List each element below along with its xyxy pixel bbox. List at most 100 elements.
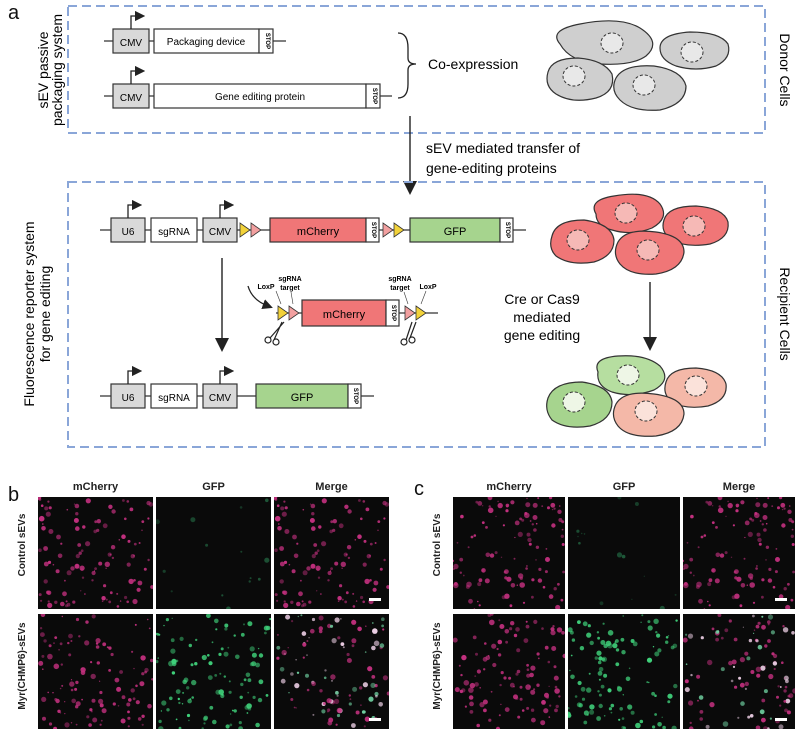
speckle — [474, 675, 477, 677]
speckle — [598, 693, 602, 697]
speckle — [66, 508, 69, 511]
speckle — [311, 512, 315, 516]
speckle — [737, 716, 740, 719]
speckle — [603, 673, 608, 678]
speckle — [181, 703, 184, 705]
speckle — [504, 576, 508, 580]
speckle — [555, 704, 559, 709]
speckle — [715, 552, 721, 558]
speckle — [302, 656, 305, 659]
svg-text:LoxP: LoxP — [419, 284, 436, 291]
speckle — [70, 722, 73, 724]
speckle — [557, 582, 560, 586]
speckle — [599, 601, 604, 606]
speckle — [170, 638, 175, 643]
speckle — [264, 631, 267, 635]
speckle — [82, 525, 86, 529]
micrograph-b-control-gfp — [156, 497, 271, 609]
speckle — [323, 676, 327, 680]
speckle — [258, 653, 264, 658]
speckle — [715, 637, 719, 642]
micrograph-b-myr-gfp — [156, 614, 271, 729]
speckle — [625, 676, 631, 682]
speckle — [530, 708, 535, 712]
speckle — [568, 627, 573, 633]
scissors-icon-right — [400, 321, 417, 346]
speckle — [47, 500, 50, 503]
speckle — [85, 541, 91, 547]
speckle — [109, 591, 113, 595]
speckle — [786, 710, 791, 715]
speckle — [311, 617, 316, 622]
speckle — [383, 517, 386, 520]
speckle — [96, 661, 100, 665]
speckle — [116, 686, 122, 692]
speckle — [47, 602, 53, 608]
gfp-box-top — [409, 217, 501, 243]
speckle — [760, 665, 766, 671]
speckle — [757, 644, 763, 650]
speckle — [533, 688, 536, 691]
speckle — [255, 662, 260, 668]
speckle — [64, 713, 66, 715]
speckle — [473, 608, 476, 609]
speckle — [249, 646, 255, 652]
speckle — [570, 674, 575, 680]
speckle — [740, 701, 745, 706]
speckle — [319, 689, 323, 693]
speckle — [302, 602, 307, 607]
speckle — [147, 558, 150, 562]
speckle — [761, 523, 764, 526]
speckle — [597, 671, 603, 676]
speckle — [791, 528, 794, 531]
speckle — [187, 698, 192, 704]
speckle — [291, 620, 294, 623]
speckle — [68, 633, 73, 639]
speckle — [135, 684, 138, 688]
speckle — [364, 578, 370, 585]
speckle — [753, 632, 755, 634]
speckle — [514, 520, 520, 526]
speckle — [317, 576, 321, 579]
speckle — [156, 632, 160, 636]
speckle — [62, 591, 67, 597]
speckle — [336, 694, 339, 697]
speckle — [110, 652, 114, 657]
speckle — [635, 722, 641, 729]
speckle — [247, 621, 253, 627]
speckle — [504, 596, 507, 599]
speckle — [337, 596, 342, 601]
speckle — [517, 531, 523, 537]
speckle — [490, 614, 494, 616]
speckle — [371, 622, 374, 624]
speckle — [689, 557, 694, 562]
speckle — [519, 582, 525, 588]
speckle — [535, 559, 537, 561]
speckle — [311, 554, 316, 559]
speckle — [42, 716, 46, 721]
speckle — [699, 710, 704, 714]
loxp-triangle-icon — [415, 305, 427, 321]
speckle — [124, 517, 127, 521]
speckle — [718, 505, 721, 508]
speckle — [85, 498, 91, 504]
speckle — [48, 529, 54, 534]
speckle — [64, 722, 70, 728]
speckle — [352, 592, 355, 595]
speckle — [571, 638, 576, 642]
speckle — [622, 615, 624, 617]
speckle — [224, 623, 229, 628]
speckle — [708, 578, 713, 583]
svg-text:mCherry: mCherry — [297, 226, 340, 238]
speckle — [767, 620, 771, 624]
speckle — [628, 667, 631, 670]
speckle — [781, 661, 784, 664]
speckle — [558, 518, 563, 522]
speckle — [341, 598, 344, 601]
speckle — [296, 601, 301, 607]
speckle — [761, 595, 764, 599]
speckle — [60, 663, 63, 666]
speckle — [74, 503, 80, 509]
speckle — [81, 667, 83, 670]
speckle — [652, 725, 656, 729]
